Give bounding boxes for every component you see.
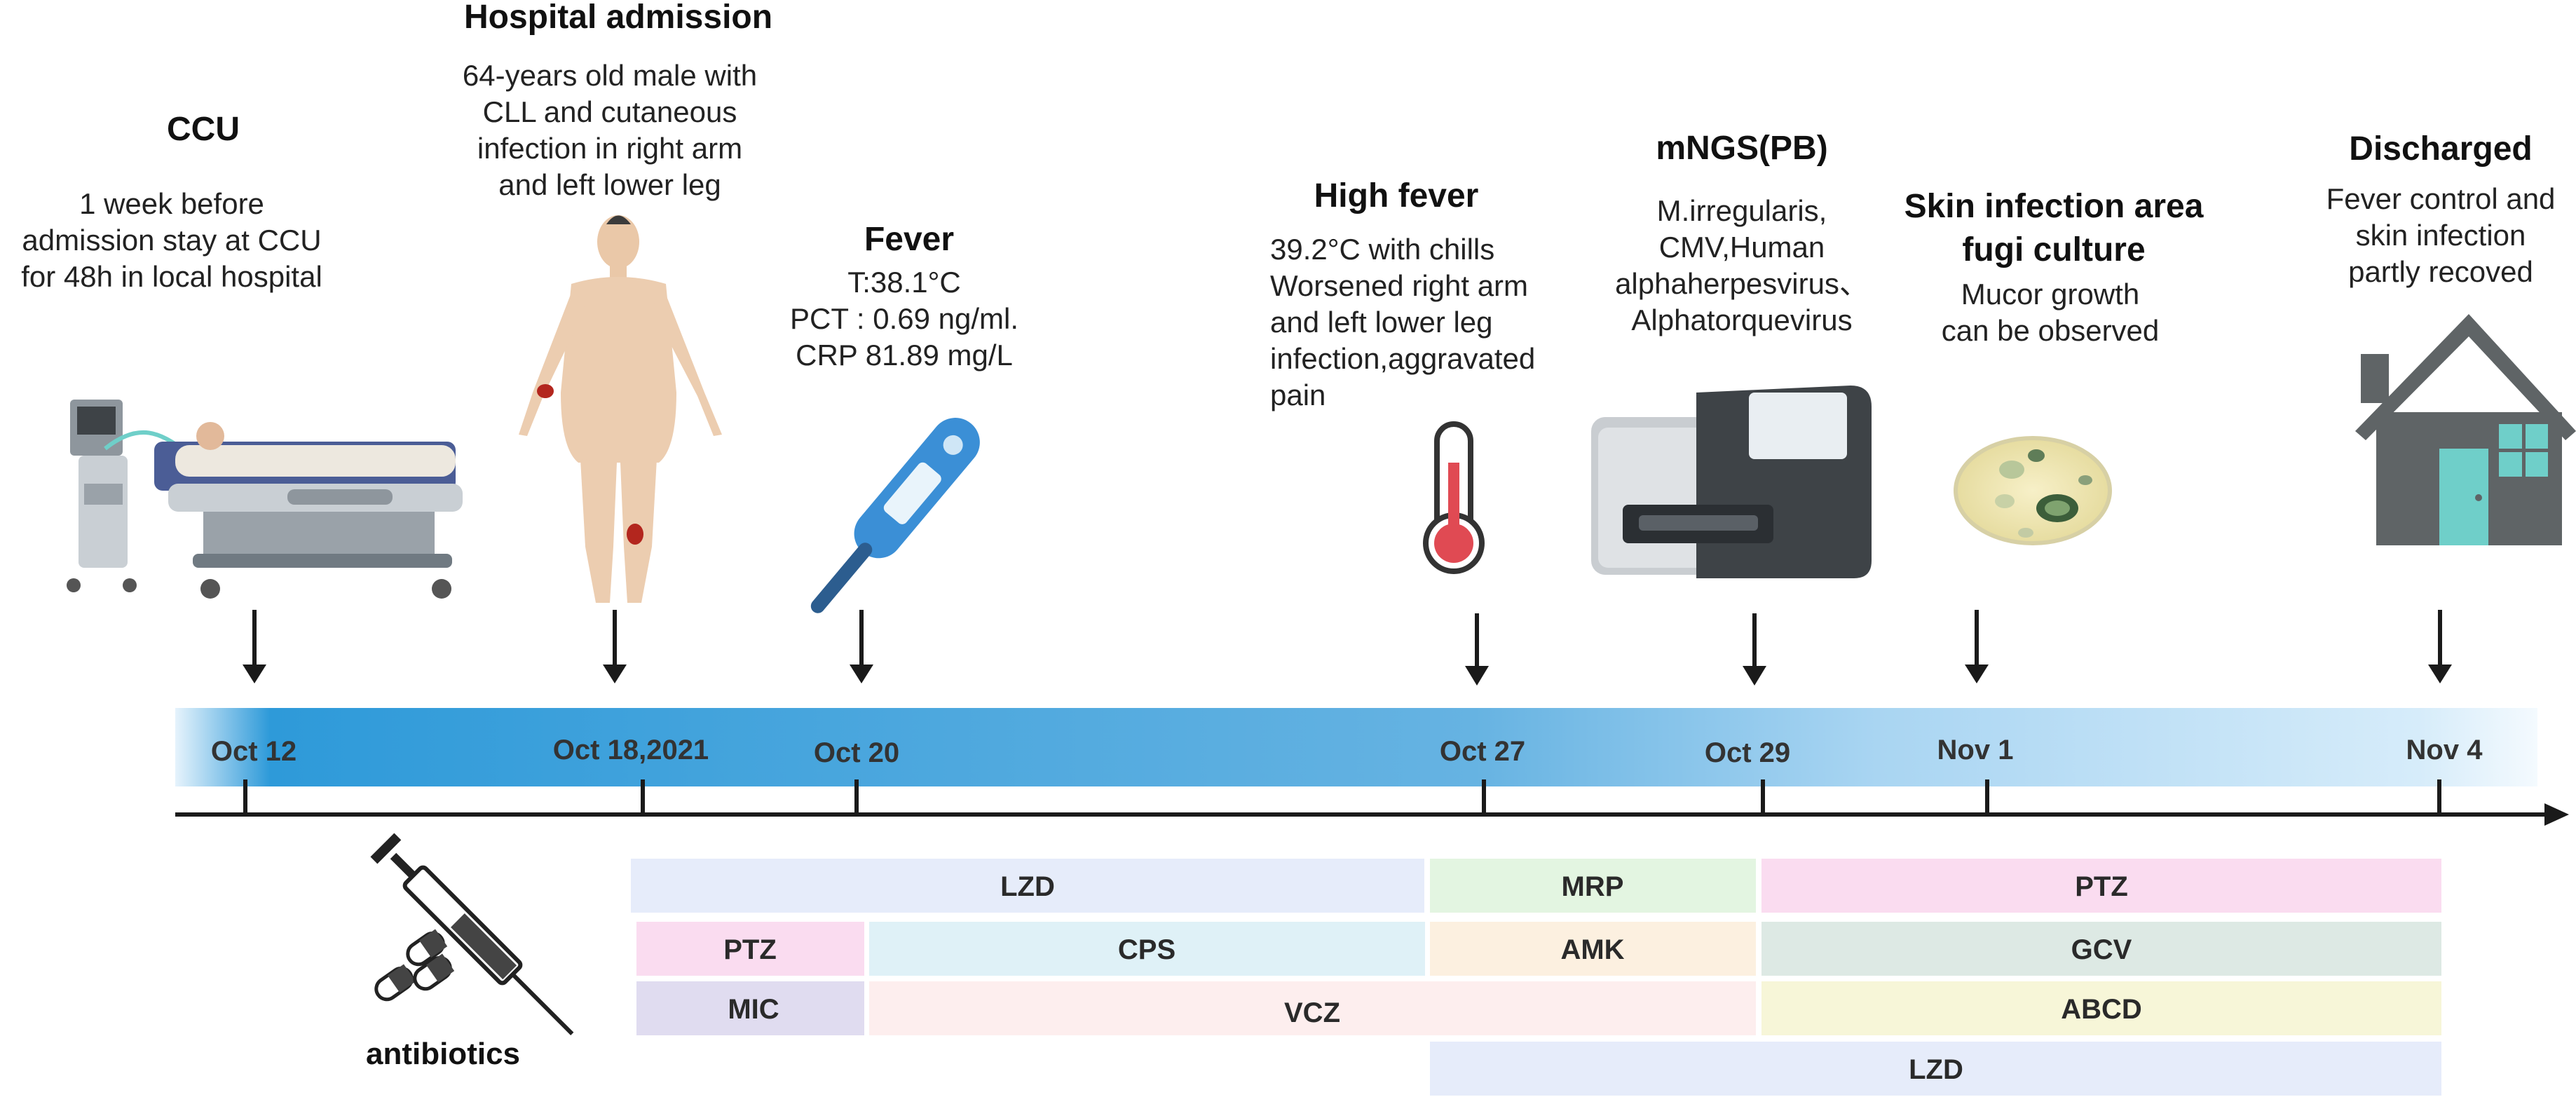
event-culture-title: Skin infection area [1904, 188, 2204, 225]
down-arrow-icon [243, 610, 266, 683]
regimen-bar [631, 859, 1424, 913]
syringe-pills-icon [370, 833, 574, 1035]
event-discharged: Discharged Fever control and skin infect… [2326, 130, 2556, 288]
regimen-label: AMK [1560, 934, 1624, 965]
event-fever-line: T:38.1°C [847, 266, 961, 299]
down-arrow-icon [850, 610, 873, 683]
regimen-bar [1430, 922, 1756, 976]
down-arrow-icon [2428, 610, 2452, 683]
event-ccu-title: CCU [167, 111, 240, 148]
date-label: Oct 27 [1440, 736, 1525, 767]
regimen-bar [869, 922, 1425, 976]
event-culture-title: fugi culture [1962, 231, 2145, 268]
down-arrow-icon [1743, 613, 1766, 686]
event-mngs-line: alphaherpesvirus、 [1615, 267, 1869, 300]
regimen-label: ABCD [2061, 994, 2142, 1025]
event-fever-title: Fever [864, 221, 954, 258]
event-culture-line: Mucor growth [1961, 278, 2139, 311]
date-label: Oct 12 [211, 736, 297, 767]
timeline-band [175, 708, 2537, 786]
event-high-fever-line: infection,aggravated [1270, 342, 1535, 375]
event-ccu-line: 1 week before [79, 187, 264, 220]
timeline-dates: Oct 12 Oct 18,2021 Oct 20 Oct 27 Oct 29 … [211, 735, 2483, 768]
regimen-label: PTZ [2075, 871, 2128, 902]
event-discharged-line: Fever control and [2326, 182, 2556, 215]
event-discharged-line: skin infection [2356, 219, 2526, 252]
event-admission-line: infection in right arm [477, 132, 742, 165]
event-fever: Fever T:38.1°C PCT : 0.69 ng/ml. CRP 81.… [790, 221, 1018, 372]
regimen-label: LZD [1909, 1054, 1963, 1085]
regimen-bar [1430, 1042, 2441, 1096]
regimen-bar [636, 981, 864, 1035]
event-discharged-line: partly recoved [2348, 255, 2533, 288]
down-arrow-icon [1965, 610, 1989, 683]
antibiotics-label: antibiotics [366, 1037, 520, 1071]
fever-thermometer-icon [1423, 421, 1485, 574]
regimen-label: LZD [1000, 871, 1055, 902]
event-ccu-line: for 48h in local hospital [21, 260, 322, 293]
event-high-fever-line: Worsened right arm [1270, 269, 1528, 302]
sequencer-machine-icon [1591, 386, 1872, 578]
event-mngs-line: M.irregularis, [1657, 194, 1827, 227]
regimen-bars: LZD MRP PTZ PTZ CPS AMK GCV MIC VCZ ABCD… [631, 859, 2441, 1096]
digital-thermometer-icon [810, 418, 980, 613]
event-discharged-title: Discharged [2349, 130, 2532, 168]
regimen-bar [636, 922, 864, 976]
event-high-fever-line: pain [1270, 379, 1326, 411]
regimen-label: MIC [728, 994, 779, 1025]
ccu-bed-icon [67, 400, 463, 599]
event-admission: Hospital admission 64-years old male wit… [463, 0, 772, 201]
regimen-label: GCV [2071, 934, 2132, 965]
date-label: Oct 20 [814, 737, 899, 768]
event-admission-line: and left lower leg [498, 168, 721, 201]
event-admission-title: Hospital admission [464, 0, 772, 36]
regimen-label: MRP [1562, 871, 1624, 902]
event-high-fever: High fever 39.2°C with chills Worsened r… [1270, 177, 1535, 411]
event-ccu-line: admission stay at CCU [22, 224, 321, 257]
date-label: Nov 1 [1937, 735, 2014, 765]
event-admission-line: CLL and cutaneous [483, 95, 737, 128]
event-culture-line: can be observed [1942, 314, 2160, 347]
event-ccu: CCU 1 week before admission stay at CCU … [21, 111, 322, 293]
event-mngs-title: mNGS(PB) [1656, 130, 1827, 167]
regimen-label: VCZ [1284, 997, 1340, 1028]
event-high-fever-title: High fever [1314, 177, 1479, 214]
down-arrow-icon [1465, 613, 1489, 686]
timeline-axis [175, 779, 2569, 826]
event-high-fever-line: 39.2°C with chills [1270, 233, 1494, 266]
regimen-bar [1430, 859, 1756, 913]
petri-dish-icon [1954, 436, 2112, 545]
date-label: Nov 4 [2406, 735, 2483, 765]
event-admission-line: 64-years old male with [463, 59, 757, 92]
event-mngs: mNGS(PB) M.irregularis, CMV,Human alphah… [1615, 130, 1869, 336]
date-label: Oct 29 [1705, 737, 1790, 768]
date-label: Oct 18,2021 [553, 735, 709, 765]
regimen-bar [1761, 981, 2441, 1035]
event-high-fever-line: and left lower leg [1270, 306, 1493, 339]
event-mngs-line: CMV,Human [1659, 231, 1825, 264]
regimen-label: CPS [1118, 934, 1175, 965]
patient-body-icon [519, 215, 722, 603]
down-arrow-icon [603, 610, 627, 683]
house-icon [2355, 314, 2576, 545]
event-culture: Skin infection area fugi culture Mucor g… [1904, 188, 2204, 347]
regimen-bar [869, 981, 1756, 1035]
regimen-label: PTZ [723, 934, 777, 965]
regimen-bar [1761, 859, 2441, 913]
event-fever-line: PCT : 0.69 ng/ml. [790, 302, 1018, 335]
event-mngs-line: Alphatorquevirus [1631, 304, 1852, 336]
regimen-bar [1761, 922, 2441, 976]
event-fever-line: CRP 81.89 mg/L [796, 339, 1013, 372]
event-arrows [243, 610, 2452, 686]
